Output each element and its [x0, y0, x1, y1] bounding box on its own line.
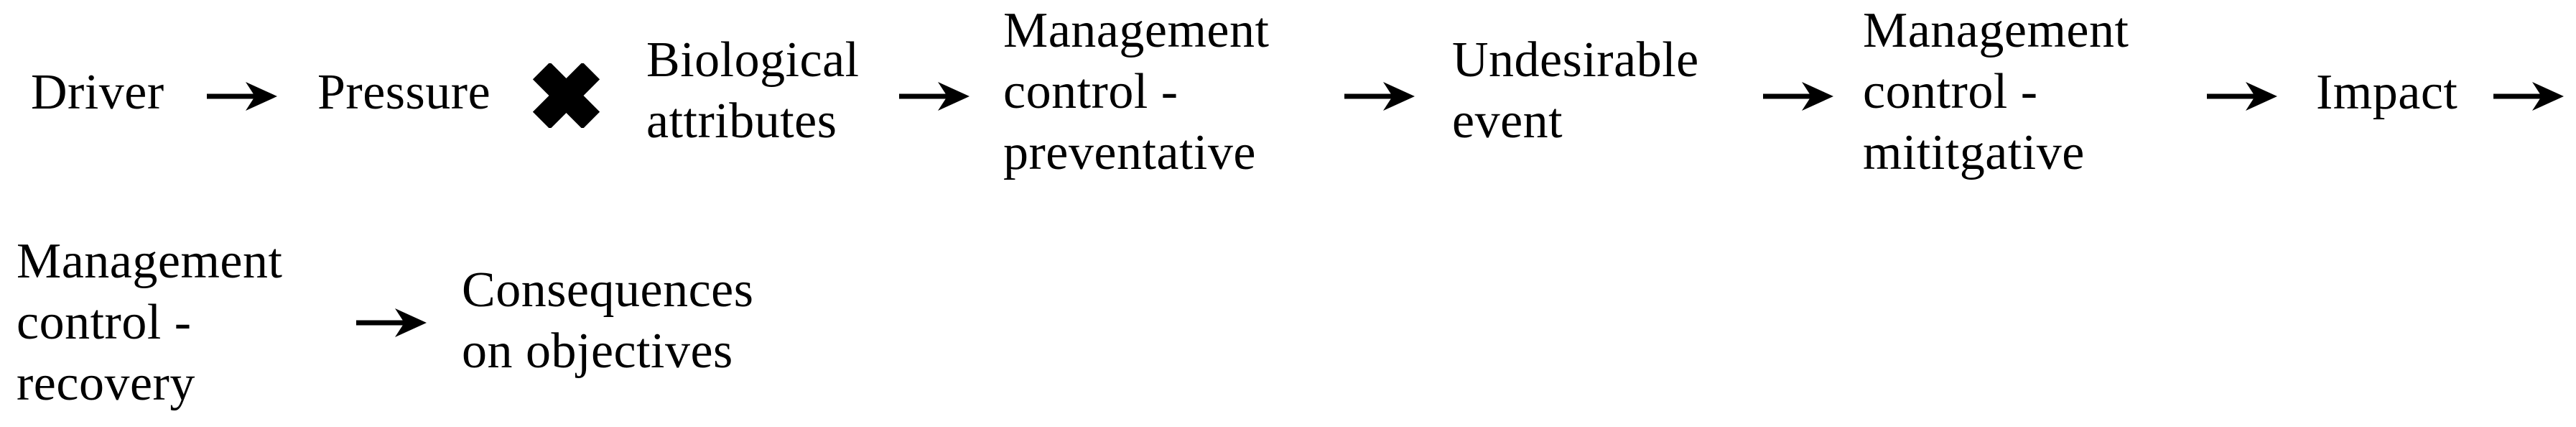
node-consequences-on-objectives: Consequences on objectives — [462, 262, 754, 379]
node-driver: Driver — [31, 65, 164, 120]
node-management-control-recovery: Management control - recovery — [17, 234, 283, 411]
arrow-right-icon — [2493, 81, 2564, 112]
node-management-control-mitigative: Management control - mititgative — [1863, 3, 2129, 180]
arrow-right-icon — [207, 81, 277, 112]
heavy-x-icon — [533, 63, 600, 128]
node-impact: Impact — [2316, 65, 2458, 120]
node-biological-attributes: Biological attributes — [646, 32, 860, 149]
node-management-control-preventative: Management control - preventative — [1003, 3, 1270, 180]
arrow-right-icon — [1763, 81, 1833, 112]
arrow-right-icon — [356, 307, 427, 339]
node-pressure: Pressure — [317, 65, 491, 120]
arrow-right-icon — [2207, 81, 2277, 112]
arrow-right-icon — [1344, 81, 1415, 112]
node-undesirable-event: Undesirable event — [1452, 32, 1699, 149]
arrow-right-icon — [899, 81, 970, 112]
